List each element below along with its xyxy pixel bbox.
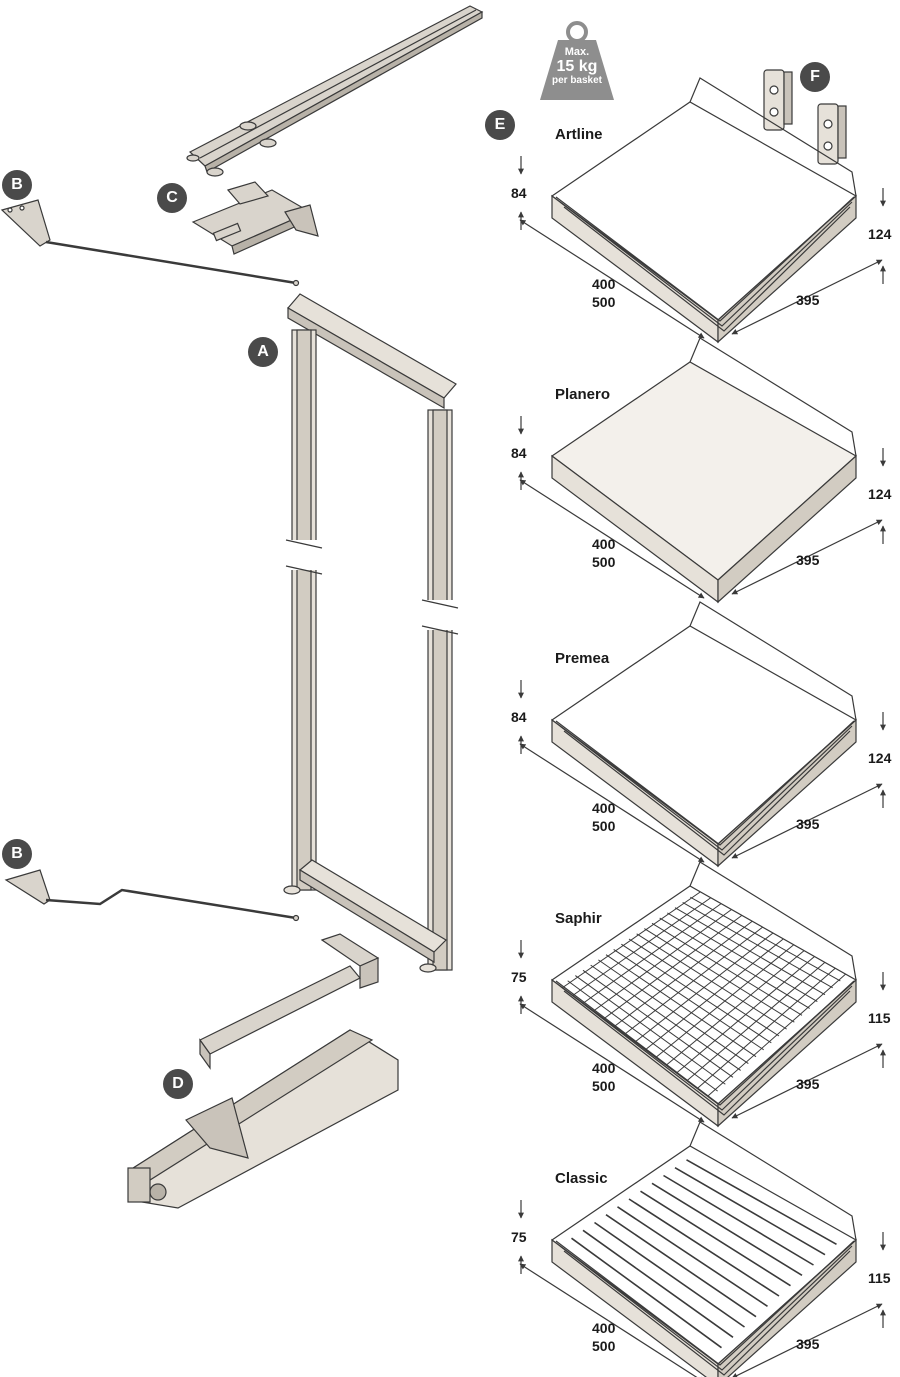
dim-length-1: 400 bbox=[592, 1320, 616, 1336]
dim-height-left: 75 bbox=[511, 969, 527, 985]
basket-floor-line bbox=[663, 1174, 814, 1266]
basket-artline bbox=[518, 77, 886, 344]
bracket-b-bottom bbox=[4, 869, 300, 922]
bracket-b-top bbox=[0, 199, 300, 287]
drive-unit-d bbox=[127, 1029, 399, 1209]
dim-length-line bbox=[519, 219, 705, 339]
basket-floor-line bbox=[707, 973, 846, 1097]
weight-icon bbox=[540, 21, 614, 100]
dim-width-line bbox=[731, 1303, 883, 1377]
basket-back-rail bbox=[689, 1121, 857, 1241]
basket-floor-line bbox=[640, 1190, 791, 1287]
basket-name: Saphir bbox=[555, 910, 602, 927]
dim-length-line bbox=[519, 1263, 705, 1377]
dim-length-1: 400 bbox=[592, 276, 616, 292]
dim-width: 395 bbox=[796, 552, 820, 568]
dim-length-2: 500 bbox=[592, 294, 616, 310]
dim-width-line bbox=[731, 259, 883, 335]
basket-back-rail bbox=[689, 861, 857, 981]
basket-name: Premea bbox=[555, 650, 610, 667]
basket-floor-line bbox=[582, 903, 722, 1004]
dim-height-left: 84 bbox=[511, 709, 527, 725]
basket-floor-line bbox=[603, 914, 743, 1020]
basket-saphir bbox=[518, 861, 886, 1128]
dim-height-left: 75 bbox=[511, 1229, 527, 1245]
baskets-layer bbox=[518, 77, 886, 1377]
dim-length-line bbox=[519, 479, 705, 599]
basket-name: Artline bbox=[555, 126, 603, 143]
basket-back-rail bbox=[689, 77, 857, 197]
dim-width-line bbox=[731, 519, 883, 595]
dim-length-1: 400 bbox=[592, 1060, 616, 1076]
weight-max: Max. bbox=[564, 46, 590, 58]
dim-height-left: 84 bbox=[511, 445, 527, 461]
basket-floor-line bbox=[696, 967, 836, 1089]
weight-per-basket: per basket bbox=[551, 75, 603, 86]
dim-width: 395 bbox=[796, 1076, 820, 1092]
badge-c: C bbox=[157, 183, 187, 213]
dim-width-line bbox=[731, 1043, 883, 1119]
dim-length-2: 500 bbox=[592, 1338, 616, 1354]
basket-name: Classic bbox=[555, 1170, 608, 1187]
basket-floor-line bbox=[617, 1206, 768, 1307]
dim-length-line bbox=[519, 1003, 705, 1123]
basket-back-rail bbox=[689, 601, 857, 721]
dim-length-1: 400 bbox=[592, 800, 616, 816]
top-rail bbox=[186, 5, 484, 177]
dim-height-left: 84 bbox=[511, 185, 527, 201]
dim-height-right: 115 bbox=[868, 1270, 891, 1286]
dim-width: 395 bbox=[796, 816, 820, 832]
basket-floor-line bbox=[674, 1166, 826, 1256]
dim-length-2: 500 bbox=[592, 1078, 616, 1094]
dim-height-right: 115 bbox=[868, 1010, 891, 1026]
basket-floor-line bbox=[686, 1159, 837, 1246]
weight-label: Max. 15 kg per basket bbox=[540, 22, 614, 100]
frame-a bbox=[283, 293, 459, 973]
weight-kg: 15 kg bbox=[556, 58, 598, 75]
badge-a: A bbox=[248, 337, 278, 367]
mounting-bracket bbox=[199, 933, 380, 1070]
basket-floor-line bbox=[593, 909, 732, 1012]
basket-name: Planero bbox=[555, 386, 611, 403]
bracket-c bbox=[191, 181, 319, 255]
badge-d: D bbox=[163, 1069, 193, 1099]
basket-back-rail bbox=[689, 337, 857, 457]
badge-f: F bbox=[800, 62, 830, 92]
basket-floor-line bbox=[562, 891, 701, 989]
badge-b-top: B bbox=[2, 170, 32, 200]
dim-height-right: 124 bbox=[868, 750, 892, 766]
basket-floor-line bbox=[651, 1182, 803, 1277]
basket-floor-line bbox=[572, 897, 712, 996]
dim-width-line bbox=[731, 783, 883, 859]
basket-floor-line bbox=[686, 961, 826, 1082]
badge-b-bottom: B bbox=[2, 839, 32, 869]
dim-height-right: 124 bbox=[868, 486, 892, 502]
dim-length-1: 400 bbox=[592, 536, 616, 552]
dim-width: 395 bbox=[796, 292, 820, 308]
dim-length-2: 500 bbox=[592, 554, 616, 570]
badge-e: E bbox=[485, 110, 515, 140]
clips-f bbox=[763, 69, 847, 165]
dim-length-line bbox=[519, 743, 705, 863]
dim-length-2: 500 bbox=[592, 818, 616, 834]
basket-classic bbox=[518, 1121, 886, 1377]
basket-floor-line bbox=[628, 1198, 780, 1297]
dim-height-right: 124 bbox=[868, 226, 892, 242]
basket-premea bbox=[518, 601, 886, 868]
dim-width: 395 bbox=[796, 1336, 820, 1352]
basket-planero bbox=[518, 337, 886, 604]
